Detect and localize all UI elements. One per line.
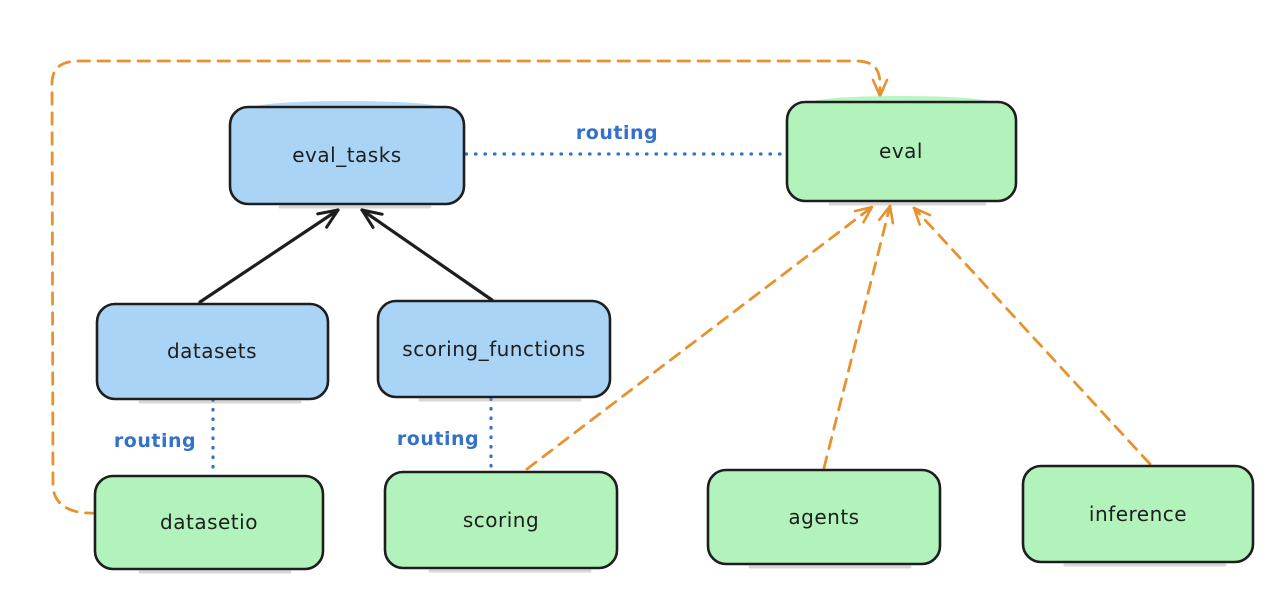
- node-agents-label: agents: [788, 505, 859, 529]
- node-scoring-box: [383, 470, 619, 570]
- node-eval-tasks: eval_tasks: [228, 101, 466, 209]
- edge-inference-to-eval: [912, 206, 1152, 466]
- edge-datasets-to-eval-tasks-path: [198, 208, 340, 304]
- edge-routing-scoring-functions-to-scoring: routing: [397, 397, 493, 472]
- edge-scoring-to-eval: [525, 205, 874, 471]
- node-scoring-functions-label: scoring_functions: [402, 337, 585, 361]
- node-agents-box: [706, 468, 942, 566]
- edge-scoring-functions-to-eval-tasks-path: [360, 208, 494, 302]
- edge-inference-to-eval-path: [912, 206, 1152, 466]
- node-inference: inference: [1021, 464, 1255, 567]
- edge-datasetio-to-eval-loop: [50, 59, 889, 515]
- edge-routing-datasets-to-datasetio: routing: [114, 398, 215, 475]
- edge-datasets-to-eval-tasks: [198, 208, 340, 304]
- node-datasets-box: [95, 302, 330, 401]
- node-datasets-label: datasets: [167, 339, 257, 363]
- node-datasetio-box: [93, 474, 325, 571]
- node-datasets: datasets: [95, 302, 330, 404]
- node-inference-box: [1021, 464, 1255, 564]
- routing-label-top: routing: [576, 122, 658, 144]
- node-eval: eval: [785, 96, 1018, 206]
- node-scoring-label: scoring: [463, 508, 539, 532]
- edge-agents-to-eval: [822, 204, 895, 470]
- node-eval-tasks-box: [228, 105, 466, 206]
- node-scoring-functions: scoring_functions: [376, 299, 612, 402]
- node-agents: agents: [706, 468, 942, 569]
- node-eval-tasks-label: eval_tasks: [292, 143, 401, 167]
- node-eval-label: eval: [879, 139, 923, 163]
- edge-agents-to-eval-path: [822, 204, 895, 470]
- edge-scoring-to-eval-path: [525, 205, 874, 471]
- edge-datasetio-to-eval-path: [50, 59, 889, 515]
- node-datasetio: datasetio: [93, 474, 325, 574]
- node-scoring: scoring: [383, 470, 619, 573]
- edge-routing-eval-tasks-to-eval: routing: [464, 122, 788, 156]
- edge-scoring-functions-to-eval-tasks: [360, 208, 494, 302]
- routing-label-scoring: routing: [397, 428, 479, 450]
- routing-label-datasetio: routing: [114, 430, 196, 452]
- node-eval-box: [785, 100, 1018, 203]
- node-inference-label: inference: [1089, 502, 1187, 526]
- node-datasetio-label: datasetio: [160, 510, 258, 534]
- node-scoring-functions-box: [376, 299, 612, 399]
